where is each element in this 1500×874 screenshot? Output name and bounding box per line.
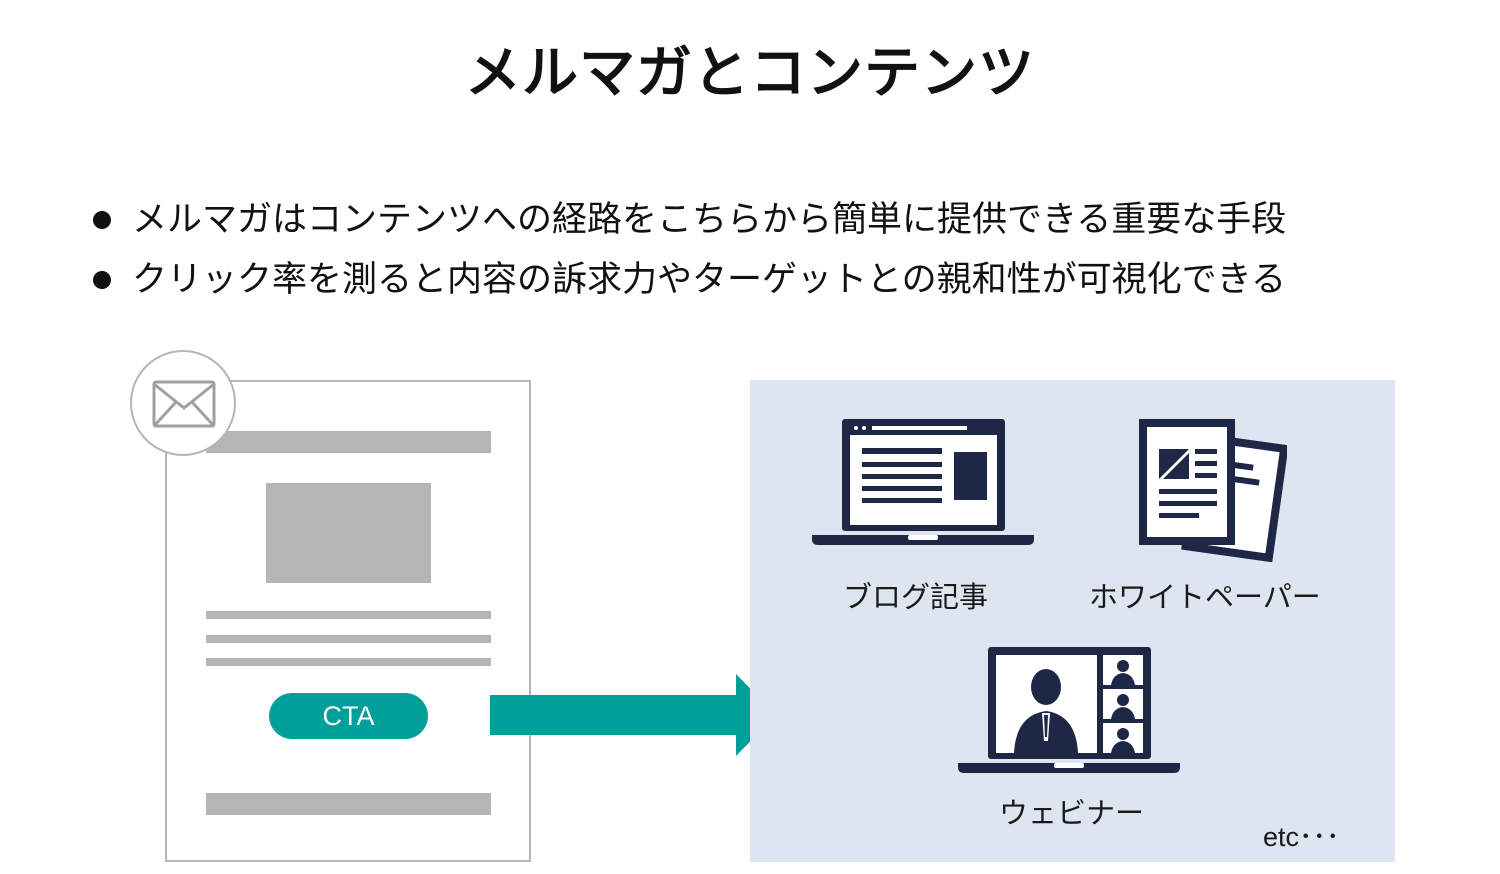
bullet-item: クリック率を測ると内容の訴求力やターゲットとの親和性が可視化できる <box>90 250 1286 310</box>
content-label-webinar: ウェビナー <box>999 796 1145 830</box>
email-image-placeholder <box>266 483 431 583</box>
bullet-list: メルマガはコンテンツへの経路をこちらから簡単に提供できる重要な手段 クリック率を… <box>90 190 1286 310</box>
bullet-text: メルマガはコンテンツへの経路をこちらから簡単に提供できる重要な手段 <box>132 200 1287 240</box>
email-text-line <box>206 611 491 619</box>
email-document <box>165 380 531 862</box>
envelope-icon <box>152 380 216 428</box>
page-title: メルマガとコンテンツ <box>465 41 1035 106</box>
email-header-bar <box>206 431 491 453</box>
mail-badge <box>130 350 236 456</box>
bullet-item: メルマガはコンテンツへの経路をこちらから簡単に提供できる重要な手段 <box>90 190 1286 250</box>
bullet-dot <box>93 271 111 289</box>
whitepaper-documents-icon <box>1139 419 1287 563</box>
content-label-blog: ブログ記事 <box>843 580 989 614</box>
arrow-right-icon <box>490 674 776 756</box>
email-text-line <box>206 635 491 643</box>
laptop-blog-icon <box>812 419 1034 545</box>
cta-button[interactable]: CTA <box>269 693 428 739</box>
bullet-text: クリック率を測ると内容の訴求力やターゲットとの親和性が可視化できる <box>132 260 1286 300</box>
laptop-webinar-icon <box>958 647 1180 773</box>
email-text-line <box>206 658 491 666</box>
content-label-whitepaper: ホワイトペーパー <box>1089 580 1321 614</box>
etc-label: etc･･･ <box>1263 822 1340 852</box>
email-footer-bar <box>206 793 491 815</box>
bullet-dot <box>93 211 111 229</box>
